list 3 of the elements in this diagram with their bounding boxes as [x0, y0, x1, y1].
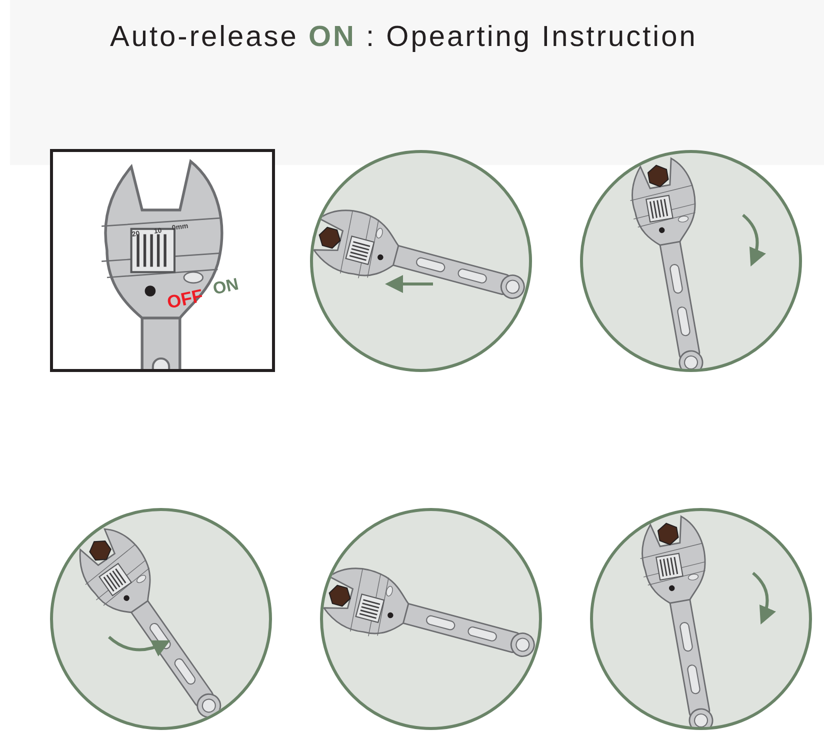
title: Auto-release ON : Opearting Instruction — [110, 20, 698, 55]
switch-label: OFF — [166, 286, 204, 312]
switch-label: ON — [212, 276, 240, 298]
